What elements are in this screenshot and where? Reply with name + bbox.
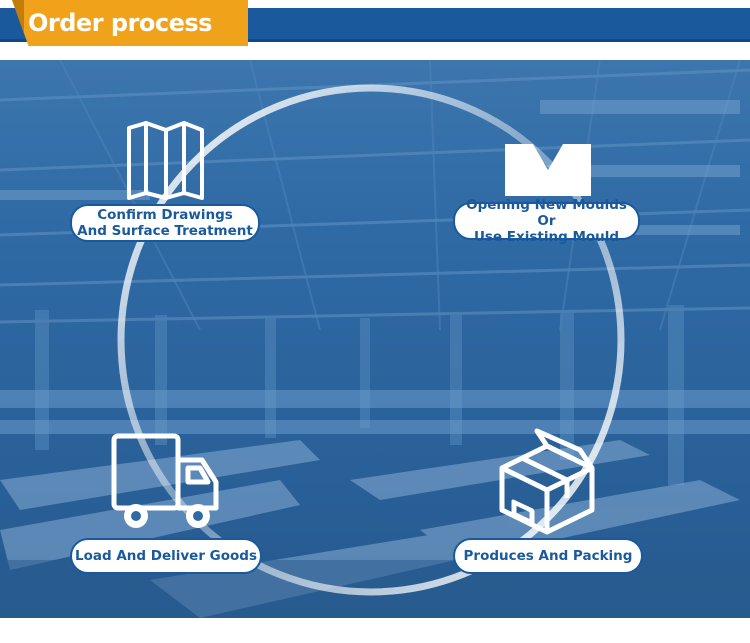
step-opening-moulds-label: Opening New Moulds Or Use Existing Mould [453,202,640,240]
step-2-line-2: Use Existing Mould [474,229,619,245]
step-confirm-drawings-label: Confirm Drawings And Surface Treatment [70,204,260,242]
box-icon [492,428,602,538]
step-3-line-1: Produces And Packing [464,548,633,564]
step-load-deliver-label: Load And Deliver Goods [70,538,262,574]
bottom-strip [0,618,750,643]
warehouse-illustration [0,60,750,618]
page-title: Order process [28,0,212,46]
factory-background [0,60,750,618]
step-2-line-1: Opening New Moulds Or [455,197,638,229]
header: Order process [0,0,750,58]
step-1-line-1: Confirm Drawings [97,207,233,223]
folded-drawings-icon [126,120,206,200]
step-1-line-2: And Surface Treatment [77,223,253,239]
step-produces-packing-label: Produces And Packing [453,538,643,574]
delivery-truck-icon [110,432,222,532]
mould-icon [503,142,593,198]
step-4-line-1: Load And Deliver Goods [75,548,257,564]
